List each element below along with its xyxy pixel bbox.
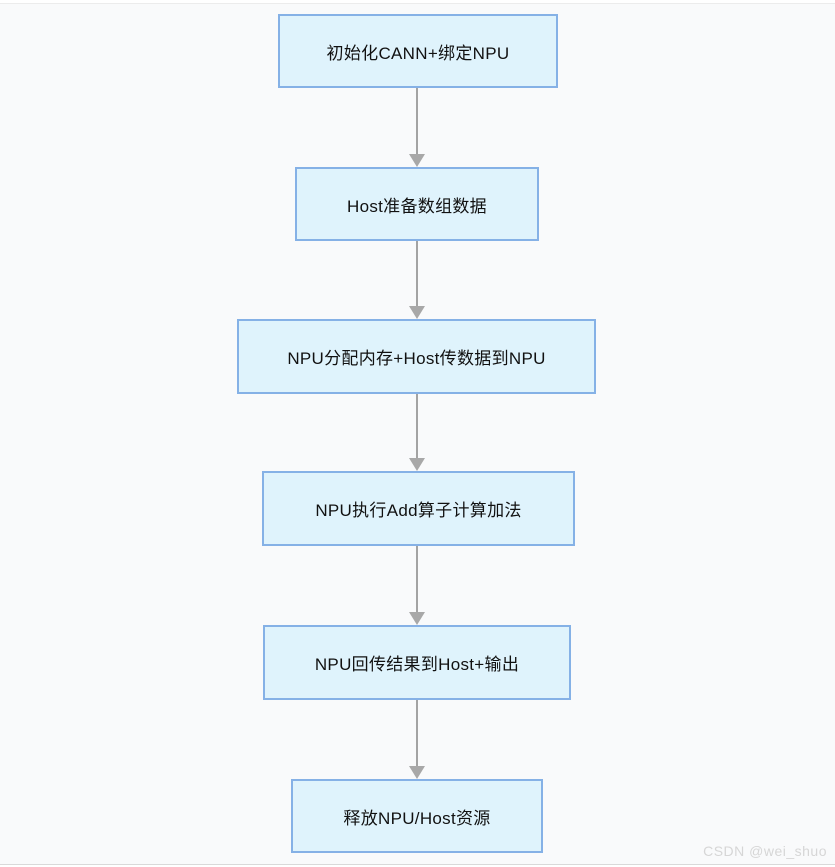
arrow-line [416, 241, 418, 306]
bottom-edge-divider [0, 864, 835, 867]
flow-arrow-3 [409, 394, 425, 471]
arrow-line [416, 700, 418, 766]
arrow-down-icon [409, 154, 425, 167]
top-edge-divider [0, 0, 835, 4]
flow-arrow-2 [409, 241, 425, 319]
flow-node-label: NPU回传结果到Host+输出 [314, 655, 520, 674]
flow-node-npu-run-add-op: NPU执行Add算子计算加法 [262, 471, 575, 546]
flow-node-label: 初始化CANN+绑定NPU [326, 43, 510, 63]
arrow-down-icon [409, 458, 425, 471]
flow-node-label: NPU分配内存+Host传数据到NPU [287, 349, 546, 368]
flow-arrow-5 [409, 700, 425, 779]
arrow-line [416, 394, 418, 458]
flow-arrow-1 [409, 88, 425, 167]
arrow-down-icon [409, 306, 425, 319]
flow-node-label: NPU执行Add算子计算加法 [315, 501, 522, 520]
flow-arrow-4 [409, 546, 425, 625]
flow-node-host-prepare-data: Host准备数组数据 [295, 167, 539, 241]
flow-node-npu-return-result: NPU回传结果到Host+输出 [263, 625, 571, 700]
flow-node-init-cann: 初始化CANN+绑定NPU [278, 14, 558, 88]
flow-node-label: Host准备数组数据 [347, 196, 487, 216]
flow-node-release-resources: 释放NPU/Host资源 [291, 779, 543, 853]
arrow-down-icon [409, 612, 425, 625]
flow-node-label: 释放NPU/Host资源 [343, 808, 491, 828]
arrow-line [416, 546, 418, 612]
csdn-watermark: CSDN @wei_shuo [703, 843, 827, 859]
flow-node-npu-alloc-transfer: NPU分配内存+Host传数据到NPU [237, 319, 596, 394]
arrow-down-icon [409, 766, 425, 779]
arrow-line [416, 88, 418, 154]
